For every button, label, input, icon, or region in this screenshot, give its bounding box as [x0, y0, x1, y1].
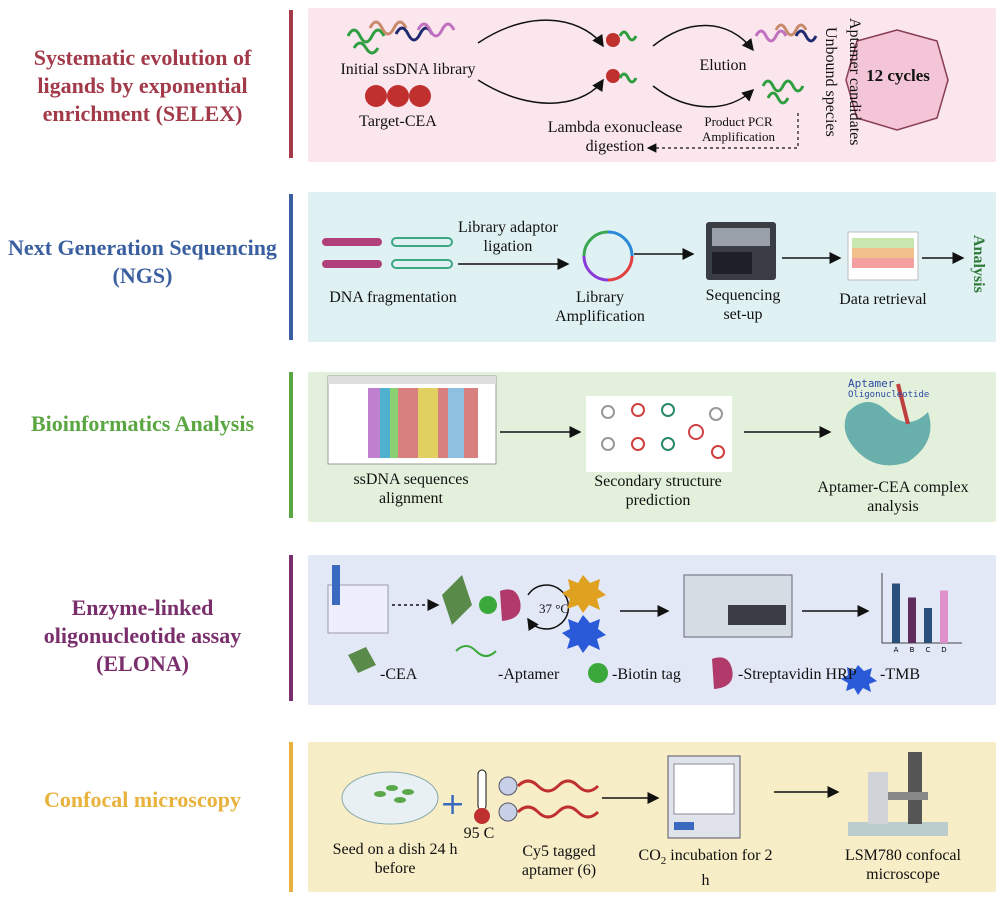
- selex-panel: Initial ssDNA library Target-CEA Elution…: [308, 8, 996, 162]
- legend-cea: -CEA: [380, 666, 418, 683]
- dna-fragment-icon: [322, 237, 453, 269]
- selex-divider: [289, 10, 293, 158]
- ngs-artwork: [322, 222, 965, 282]
- bio-artwork: [327, 375, 931, 472]
- microscope-icon: [848, 752, 948, 836]
- cea-aptamer-complex-icon: [442, 575, 521, 625]
- plate-reader-icon: [683, 574, 793, 638]
- setup-label: Sequencing set-up: [705, 287, 781, 323]
- result-bar-chart: A B C D: [881, 573, 962, 654]
- bar-tick-label: D: [941, 646, 946, 654]
- elona-divider: [289, 555, 293, 701]
- thermometer-icon: [474, 769, 490, 824]
- aptamer-candidates-icon: [761, 79, 805, 105]
- bio-divider: [289, 372, 293, 518]
- inset-aptamer-label: Aptamer: [848, 377, 895, 390]
- cycles-hexagon: [845, 29, 949, 131]
- bar-tick-label: A: [894, 646, 899, 654]
- incubation-temp-label: 37 °C: [538, 601, 570, 616]
- seed-label: Seed on a dish 24 h before: [332, 841, 458, 877]
- target-cea-icon: [365, 85, 431, 107]
- unbound-label: Unbound species: [822, 27, 839, 137]
- bar-D: [940, 590, 948, 643]
- bar-A: [892, 583, 900, 643]
- cy5-label: Cy5 tagged aptamer (6): [521, 843, 597, 879]
- target-label: Target-CEA: [359, 113, 437, 130]
- plasmid-icon: [582, 230, 634, 282]
- secondary-structure-icon: [586, 396, 732, 472]
- lsm-label: LSM780 confocal microscope: [845, 847, 961, 883]
- bio-panel: ssDNA sequences alignment Secondary stru…: [308, 372, 996, 522]
- sequencer-icon: [706, 222, 776, 280]
- selex-title: Systematic evolution of ligands by expon…: [33, 45, 252, 126]
- cycles-label: 12 cycles: [866, 66, 930, 85]
- complex-label: Aptamer-CEA complex analysis: [817, 479, 969, 515]
- bar-tick-label: B: [910, 646, 915, 654]
- ngs-title: Next Generation Sequencing (NGS): [8, 235, 277, 288]
- bar-chart-axis: [881, 573, 962, 644]
- library-label: Initial ssDNA library: [340, 61, 476, 78]
- legend-biotin: -Biotin tag: [612, 666, 681, 683]
- petri-dish-icon: [341, 771, 439, 825]
- bio-title: Bioinformatics Analysis: [30, 411, 255, 436]
- elona-artwork: A B C D: [327, 565, 962, 695]
- co2-label: CO2 incubation for 2 h: [638, 847, 773, 890]
- legend-icons: [348, 645, 877, 695]
- retrieval-label: Data retrieval: [839, 291, 927, 308]
- co2-incubator-icon: [667, 755, 741, 839]
- alignment-label: ssDNA sequences alignment: [353, 471, 469, 507]
- selex-artwork: [346, 19, 949, 153]
- legend-tmb: -TMB: [880, 666, 920, 683]
- bound-complex-icon: [606, 30, 638, 84]
- alignment-screenshot-icon: [327, 375, 497, 465]
- legend-streptavidin: -Streptavidin HRP: [738, 666, 857, 683]
- protein-complex-icon: [844, 383, 931, 466]
- confocal-title: Confocal microscopy: [44, 787, 241, 812]
- inset-oligo-label: Oligonucleotide: [848, 390, 930, 400]
- elona-title: Enzyme-linked oligonucleotide assay (ELO…: [43, 595, 242, 676]
- quality-chart-icon: [847, 231, 919, 281]
- pcr-label: Product PCR Amplification: [702, 114, 775, 144]
- analysis-label: Analysis: [970, 235, 987, 293]
- ngs-divider: [289, 194, 293, 340]
- amplification-label: Library Amplification: [555, 289, 645, 325]
- bar-B: [908, 597, 916, 643]
- digestion-label: Lambda exonuclease digestion: [547, 119, 683, 155]
- cy5-aptamer-icon: [498, 776, 600, 822]
- pipette-plate-icon: [327, 565, 389, 634]
- elution-label: Elution: [699, 57, 747, 74]
- bar-C: [924, 608, 932, 643]
- unbound-species-icon: [754, 23, 818, 43]
- secondary-label: Secondary structure prediction: [594, 473, 722, 509]
- tmb-product-icons: [562, 575, 606, 653]
- elona-panel: A B C D 37 °C -CEA -Aptamer -Biotin tag -St…: [308, 555, 996, 705]
- confocal-artwork: +: [341, 752, 948, 839]
- confocal-panel: + Seed on a dish 24 h before 95 C Cy5 ta…: [308, 742, 996, 892]
- candidates-label: Aptamer candidates: [846, 18, 863, 146]
- plus-sign: +: [440, 787, 465, 822]
- ligation-label: Library adaptor ligation: [458, 219, 558, 255]
- confocal-divider: [289, 742, 293, 892]
- heat-temp-label: 95 C: [463, 825, 495, 842]
- legend-aptamer: -Aptamer: [498, 666, 560, 683]
- ssdna-library-icon: [346, 20, 456, 55]
- fragmentation-label: DNA fragmentation: [329, 289, 457, 306]
- bar-tick-label: C: [926, 646, 931, 654]
- ngs-panel: DNA fragmentation Library adaptor ligati…: [308, 192, 996, 342]
